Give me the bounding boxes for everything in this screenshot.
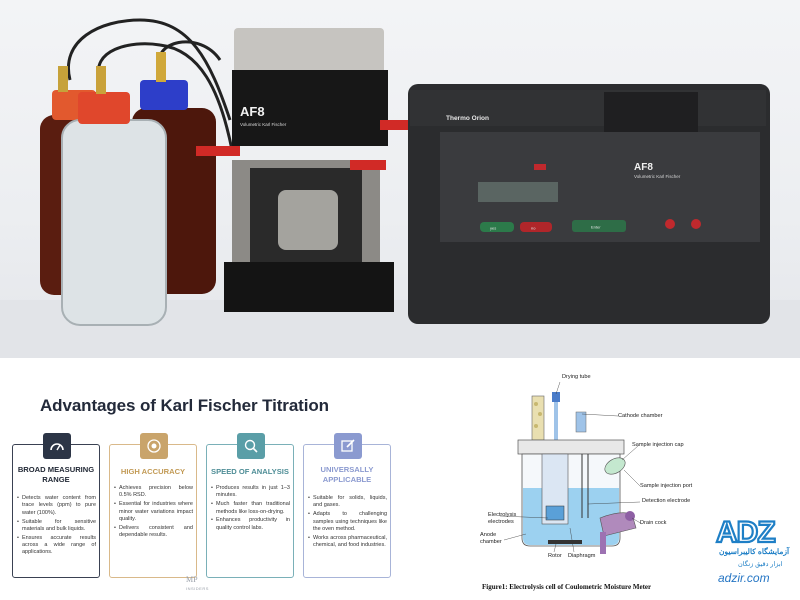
controller-sublabel: Volumetric Karl Fischer [634, 174, 681, 179]
list-item: Detects water content from trace levels … [17, 495, 96, 517]
list-item: Works across pharmaceutical, chemical, a… [308, 535, 387, 550]
card-title: UNIVERSALLY APPLICABLE [320, 465, 374, 484]
controller-unit [408, 84, 770, 324]
target-icon [140, 433, 168, 459]
label-detection-electrode: Detection electrode [642, 498, 691, 504]
instrument-label: AF8 [240, 104, 265, 119]
list-item: Ensures accurate results across a wide r… [17, 535, 96, 557]
card-speed-of-analysis: SPEED OF ANALYSIS Produces results in ju… [206, 433, 294, 578]
electrolysis-cell-diagram: Drying tube Cathode chamber Sample injec… [470, 368, 710, 580]
adz-logo: ADZ [715, 516, 778, 546]
list-item: Adapts to challenging samples using tech… [308, 511, 387, 533]
infographic-title: Advantages of Karl Fischer Titration [40, 396, 329, 415]
card-title: SPEED OF ANALYSIS [211, 467, 289, 476]
label-drying-tube: Drying tube [562, 374, 591, 380]
titrator-unit [196, 28, 410, 312]
card-universally-applicable: UNIVERSALLY APPLICABLE Suitable for soli… [303, 433, 391, 578]
gauge-icon [43, 433, 71, 459]
logo-persian-line1: آزمایشگاه کالیبراسیون [719, 547, 790, 556]
list-item: Suitable for solids, liquids, and gases. [308, 495, 387, 510]
list-item: Suitable for sensitive materials and bul… [17, 519, 96, 534]
key-yes: yes [490, 226, 496, 231]
instrument-sublabel: Volumetric Karl Fischer [240, 122, 287, 127]
label-rotor: Rotor [548, 553, 562, 559]
adz-mark: ADZ [716, 516, 775, 546]
card-broad-measuring-range: BROAD MEASURING RANGE Detects water cont… [12, 433, 100, 578]
label-sample-injection-cap: Sample injection cap [632, 442, 684, 448]
edit-icon [334, 433, 362, 459]
card-bullets: Suitable for solids, liquids, and gases.… [308, 495, 387, 551]
magnifier-icon [237, 433, 265, 459]
label-electrolysis-electrodes: Electrolysis electrodes [488, 512, 517, 525]
figure-caption: Figure1: Electrolysis cell of Coulometri… [482, 583, 652, 591]
list-item: Essential for industries where minor wat… [114, 501, 193, 523]
label-sample-injection-port: Sample injection port [640, 483, 693, 489]
card-bullets: Achieves precision below 0.5% RSD. Essen… [114, 485, 193, 541]
list-item: Produces results in just 1–3 minutes. [211, 485, 290, 500]
cell-drawing [499, 381, 643, 554]
list-item: Much faster than traditional methods lik… [211, 501, 290, 516]
label-anode-chamber: Anode chamber [480, 532, 502, 545]
key-enter: Enter [591, 225, 601, 230]
label-diaphragm: Diaphragm [568, 553, 596, 559]
brand-label: Thermo Orion [446, 115, 489, 122]
watermark-subtext: INSIDERS [186, 586, 209, 591]
card-bullets: Produces results in just 1–3 minutes. Mu… [211, 485, 290, 533]
product-photo: AF8 Volumetric Karl Fischer Thermo Orion… [0, 0, 800, 358]
key-no: no [531, 226, 536, 231]
list-item: Achieves precision below 0.5% RSD. [114, 485, 193, 500]
card-title: HIGH ACCURACY [120, 467, 186, 476]
card-high-accuracy: HIGH ACCURACY Achieves precision below 0… [109, 433, 197, 578]
photo-illustration: AF8 Volumetric Karl Fischer Thermo Orion… [0, 18, 800, 358]
label-cathode-chamber: Cathode chamber [618, 413, 663, 419]
card-title: BROAD MEASURING RANGE [17, 465, 95, 484]
logo-url: adzir.com [718, 571, 770, 585]
clear-bottle [61, 66, 167, 326]
logo-persian-line2: ابزار دقیق زنگان [738, 561, 783, 568]
label-drain-cock: Drain cock [640, 520, 667, 526]
controller-label: AF8 [634, 162, 653, 173]
card-bullets: Detects water content from trace levels … [17, 495, 96, 558]
list-item: Delivers consistent and dependable resul… [114, 525, 193, 540]
list-item: Enhances productivity in quality control… [211, 517, 290, 532]
watermark-logo: MP [186, 575, 198, 584]
